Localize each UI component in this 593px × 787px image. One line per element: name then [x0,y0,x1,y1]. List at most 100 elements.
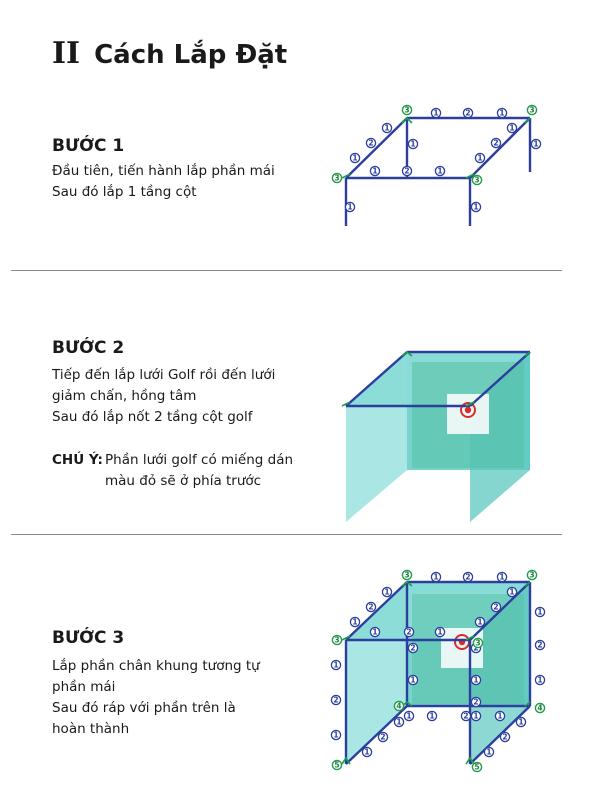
part-marker: 1 [534,606,546,618]
step3-line-3: Sau đó ráp với phần trên là [52,700,236,716]
section-title: II Cách Lắp Đặt [52,36,287,71]
svg-text:1: 1 [396,718,401,727]
part-marker: 1 [506,586,518,598]
part-marker: 2 [403,626,415,638]
svg-text:1: 1 [333,661,338,670]
part-marker: 1 [349,616,361,628]
part-marker: 1 [470,201,482,213]
svg-text:1: 1 [333,731,338,740]
part-marker: 1 [381,122,393,134]
part-marker: 1 [430,571,442,583]
part-marker: 2 [499,731,511,743]
section-number: II [52,36,81,71]
part-marker: 1 [393,716,405,728]
part-marker: 2 [377,731,389,743]
svg-text:4: 4 [396,702,401,711]
part-marker: 1 [530,138,542,150]
step3-complete-diagram [341,580,532,765]
section-heading: Cách Lắp Đặt [94,40,288,70]
part-marker: 1 [330,729,342,741]
svg-text:2: 2 [463,712,468,721]
part-marker: 1 [434,165,446,177]
svg-text:2: 2 [368,603,373,612]
part-marker: 1 [515,716,527,728]
svg-text:1: 1 [477,154,482,163]
divider-1 [11,270,562,271]
svg-text:3: 3 [334,174,339,183]
part-marker: 1 [344,201,356,213]
svg-text:1: 1 [518,718,523,727]
svg-text:1: 1 [473,676,478,685]
svg-text:1: 1 [537,676,542,685]
svg-text:2: 2 [537,641,542,650]
svg-text:3: 3 [334,636,339,645]
part-marker: 2 [365,137,377,149]
part-marker: 1 [496,107,508,119]
connector-marker: 4 [393,700,405,712]
part-marker: 2 [490,601,502,613]
svg-text:2: 2 [502,733,507,742]
part-marker: 1 [407,674,419,686]
step3-line-4: hoàn thành [52,721,130,737]
part-marker: 1 [470,710,482,722]
svg-text:1: 1 [499,109,504,118]
connector-marker: 4 [534,702,546,714]
svg-text:1: 1 [509,588,514,597]
connector-marker: 5 [331,759,343,771]
note-line-1: Phần lưới golf có miếng dán [105,452,294,468]
step3-heading: BƯỚC 3 [52,628,125,648]
part-marker: 2 [365,601,377,613]
connector-marker: 3 [472,637,484,649]
svg-text:1: 1 [477,618,482,627]
part-marker: 2 [407,642,419,654]
step2-line-3: Sau đó lắp nốt 2 tầng cột golf [52,409,253,425]
svg-text:3: 3 [404,106,409,115]
svg-text:2: 2 [493,603,498,612]
part-marker: 1 [430,107,442,119]
svg-text:2: 2 [465,109,470,118]
svg-text:1: 1 [473,712,478,721]
connector-marker: 5 [471,761,483,773]
part-marker: 2 [534,639,546,651]
svg-text:1: 1 [433,573,438,582]
svg-text:1: 1 [473,203,478,212]
svg-text:1: 1 [433,109,438,118]
svg-text:1: 1 [364,748,369,757]
svg-text:1: 1 [486,748,491,757]
part-marker: 1 [506,122,518,134]
part-marker: 1 [369,165,381,177]
part-marker: 2 [470,696,482,708]
svg-text:2: 2 [406,628,411,637]
connector-marker: 3 [331,634,343,646]
svg-text:1: 1 [352,154,357,163]
part-marker: 2 [460,710,472,722]
svg-text:5: 5 [474,763,479,772]
step2-line-2: giảm chấn, hồng tâm [52,388,197,404]
svg-text:1: 1 [384,588,389,597]
svg-text:3: 3 [529,571,534,580]
svg-text:1: 1 [410,140,415,149]
part-marker: 1 [496,571,508,583]
svg-text:1: 1 [410,676,415,685]
connector-marker: 3 [526,104,538,116]
svg-text:2: 2 [404,167,409,176]
part-marker: 1 [403,710,415,722]
part-marker: 1 [474,152,486,164]
part-marker: 1 [349,152,361,164]
svg-text:2: 2 [410,644,415,653]
svg-text:1: 1 [437,167,442,176]
connector-marker: 3 [471,174,483,186]
part-marker: 1 [407,138,419,150]
part-marker: 1 [434,626,446,638]
svg-text:2: 2 [465,573,470,582]
svg-text:1: 1 [497,712,502,721]
step3-line-2: phần mái [52,679,116,695]
step2-heading: BƯỚC 2 [52,338,125,358]
svg-text:1: 1 [384,124,389,133]
part-marker: 1 [494,710,506,722]
svg-text:1: 1 [347,203,352,212]
svg-text:2: 2 [380,733,385,742]
svg-text:2: 2 [493,139,498,148]
